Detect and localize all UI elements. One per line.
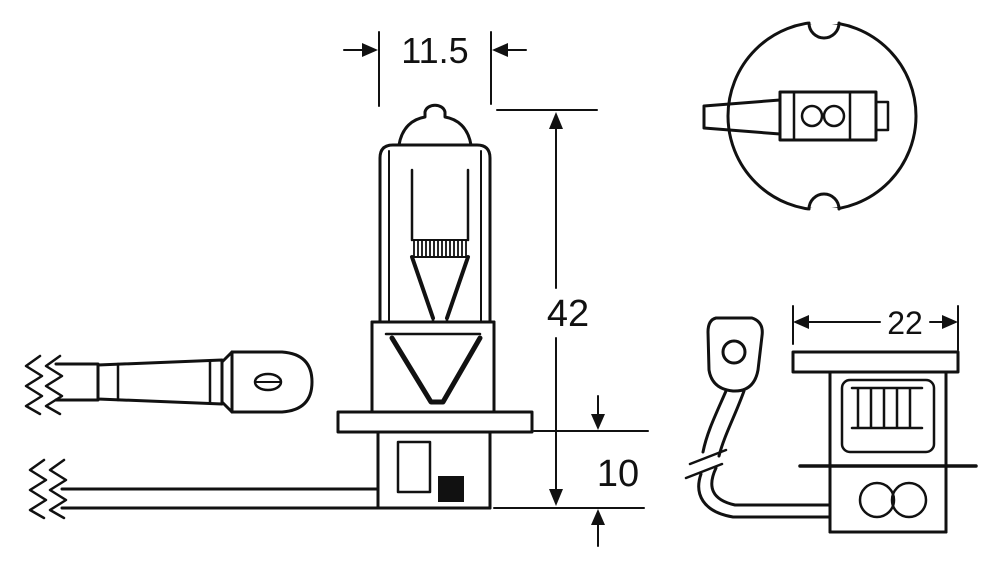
- crimped-connector: [702, 90, 890, 142]
- wire-entry-left: [858, 481, 896, 519]
- connector-detail-view: [702, 0, 918, 232]
- arrow-down-icon: [591, 414, 605, 430]
- arrow-up-icon: [591, 509, 605, 525]
- glass-envelope: [378, 103, 492, 324]
- arrow-left-icon: [492, 43, 508, 57]
- arrow-right-icon: [362, 43, 378, 57]
- filament-assembly: [410, 168, 470, 324]
- arrow-down-icon: [549, 489, 563, 506]
- dim-label-base-height: 10: [597, 453, 639, 495]
- terminal-wire: [684, 389, 832, 519]
- filament-coil-hatch: [413, 240, 467, 257]
- bottom-plate: [28, 458, 492, 520]
- lower-base: [376, 430, 492, 510]
- spade-terminal: [220, 350, 314, 414]
- rear-view: 22: [684, 305, 978, 534]
- arrow-left-icon: [793, 315, 809, 329]
- wire-entry-right: [890, 481, 928, 519]
- ring-terminal: [706, 316, 764, 393]
- arrow-right-icon: [942, 315, 958, 329]
- top-notch: [807, 21, 841, 40]
- dim-label-connector-width: 22: [887, 305, 923, 341]
- plate-break-icon: [28, 458, 68, 520]
- arrow-up-icon: [549, 112, 563, 129]
- base-contact-block: [438, 476, 464, 502]
- mounting-flange: [336, 410, 534, 434]
- rear-body: [791, 350, 978, 534]
- wire-break-icon: [24, 354, 64, 416]
- bulb-side-view: 11.5 42 10: [24, 30, 649, 547]
- rear-grille: [850, 386, 924, 430]
- base-sleeve: [370, 320, 496, 414]
- rear-flange: [791, 350, 960, 374]
- ring-terminal-hole: [721, 339, 747, 365]
- dim-label-overall-length: 42: [547, 293, 589, 335]
- dimension-bulb-width: 11.5: [343, 30, 527, 107]
- wire-break-icon: [684, 448, 728, 480]
- dimension-base-height: 10: [493, 395, 649, 547]
- dim-label-bulb-width: 11.5: [401, 30, 468, 71]
- lead-wire: [24, 350, 314, 416]
- bottom-notch: [807, 192, 841, 211]
- dimension-connector-width: 22: [792, 305, 959, 351]
- dimension-overall-length: 42: [496, 109, 598, 506]
